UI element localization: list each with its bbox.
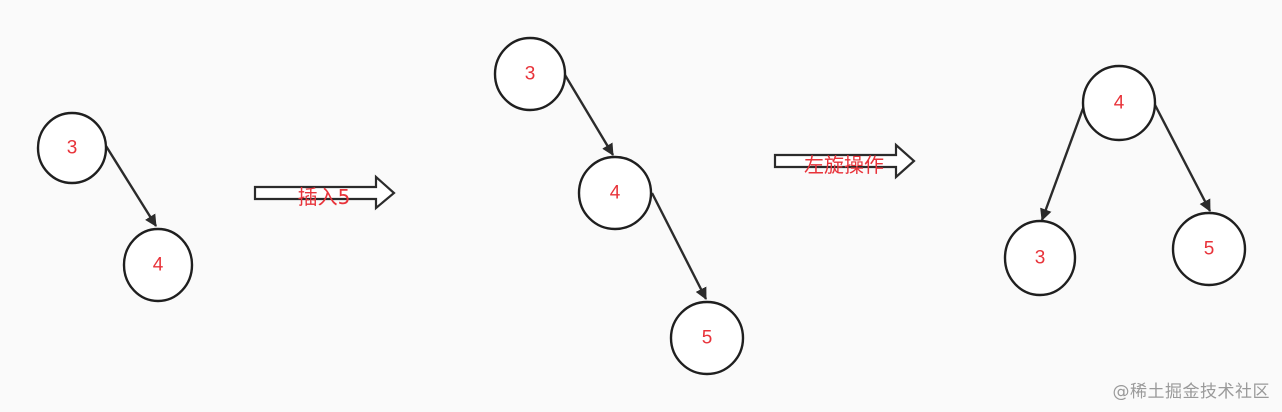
tree-2: 3 4 5 bbox=[493, 36, 745, 376]
tree-1-edge-3-4 bbox=[104, 145, 158, 227]
tree-3-edge-4-3 bbox=[1040, 102, 1087, 221]
transition-arrow-insert: 插入5 bbox=[253, 174, 396, 211]
tree-3-node-3-label: 3 bbox=[1035, 248, 1046, 269]
tree-1-node-3: 3 bbox=[36, 111, 108, 185]
tree-1: 3 4 bbox=[36, 111, 194, 303]
transition-label-rotate: 左旋操作 bbox=[804, 153, 884, 177]
tree-1-node-4-label: 4 bbox=[153, 255, 164, 276]
tree-2-node-3: 3 bbox=[493, 36, 567, 112]
tree-2-node-3-label: 3 bbox=[525, 64, 536, 85]
tree-1-node-3-label: 3 bbox=[67, 138, 78, 159]
tree-3: 4 3 5 bbox=[1003, 64, 1247, 297]
tree-3-node-3: 3 bbox=[1003, 219, 1077, 297]
tree-2-edge-4-5 bbox=[650, 192, 708, 300]
tree-3-node-5: 5 bbox=[1171, 211, 1247, 287]
tree-3-edge-4-5 bbox=[1152, 102, 1212, 212]
tree-2-node-4: 4 bbox=[577, 155, 653, 231]
tree-3-node-5-label: 5 bbox=[1204, 239, 1215, 260]
watermark: @稀土掘金技术社区 bbox=[1112, 382, 1270, 402]
tree-1-node-4: 4 bbox=[122, 227, 194, 303]
tree-2-node-4-label: 4 bbox=[610, 183, 621, 204]
tree-3-node-4: 4 bbox=[1081, 64, 1157, 142]
tree-3-node-4-label: 4 bbox=[1114, 93, 1125, 114]
transition-arrow-rotate-shape bbox=[773, 142, 916, 180]
tree-2-node-5: 5 bbox=[669, 300, 745, 376]
tree-2-edge-3-4 bbox=[563, 74, 615, 156]
tree-2-node-5-label: 5 bbox=[702, 328, 713, 349]
transition-arrow-insert-shape bbox=[253, 174, 396, 211]
transition-arrow-rotate: 左旋操作 bbox=[773, 142, 916, 180]
transition-label-insert: 插入5 bbox=[298, 185, 351, 209]
